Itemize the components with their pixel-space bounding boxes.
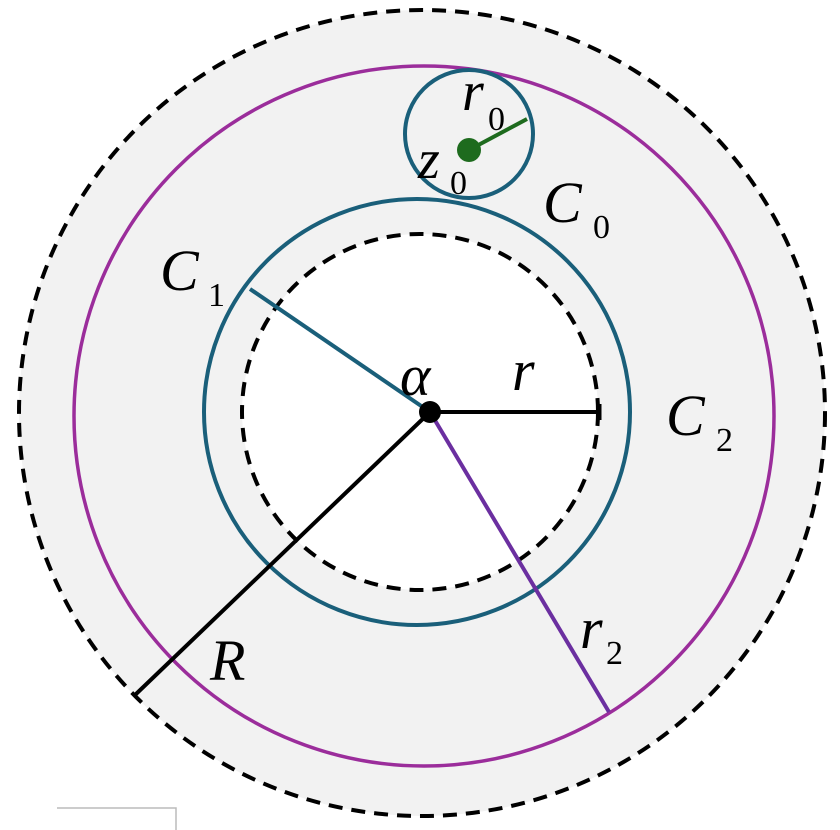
corner-bracket — [57, 807, 177, 830]
label-alpha: α — [400, 343, 432, 408]
label-C0-subscript: 0 — [593, 209, 610, 246]
label-r2: r — [580, 596, 603, 661]
label-C0: C — [543, 170, 583, 235]
radius-r2-line — [428, 410, 611, 714]
radius-R-line — [133, 410, 432, 697]
label-r2-subscript: 2 — [606, 635, 623, 672]
circle-C2 — [72, 64, 776, 768]
label-r: r — [512, 338, 535, 403]
label-C1: C — [160, 238, 200, 303]
label-C2-subscript: 2 — [716, 422, 733, 459]
circle-C0 — [403, 68, 535, 200]
label-R: R — [209, 628, 245, 693]
alpha-point — [419, 401, 441, 423]
label-r0: r — [462, 61, 484, 123]
z0-point — [457, 138, 481, 162]
label-z0-subscript: 0 — [450, 165, 467, 202]
label-C2: C — [666, 383, 706, 448]
radius-C1-line — [248, 287, 432, 414]
label-C1-subscript: 1 — [208, 277, 225, 314]
circle-C1 — [202, 197, 632, 627]
outer-dashed-circle — [17, 8, 827, 818]
label-r0-subscript: 0 — [488, 101, 505, 138]
label-z0: z — [417, 129, 440, 191]
